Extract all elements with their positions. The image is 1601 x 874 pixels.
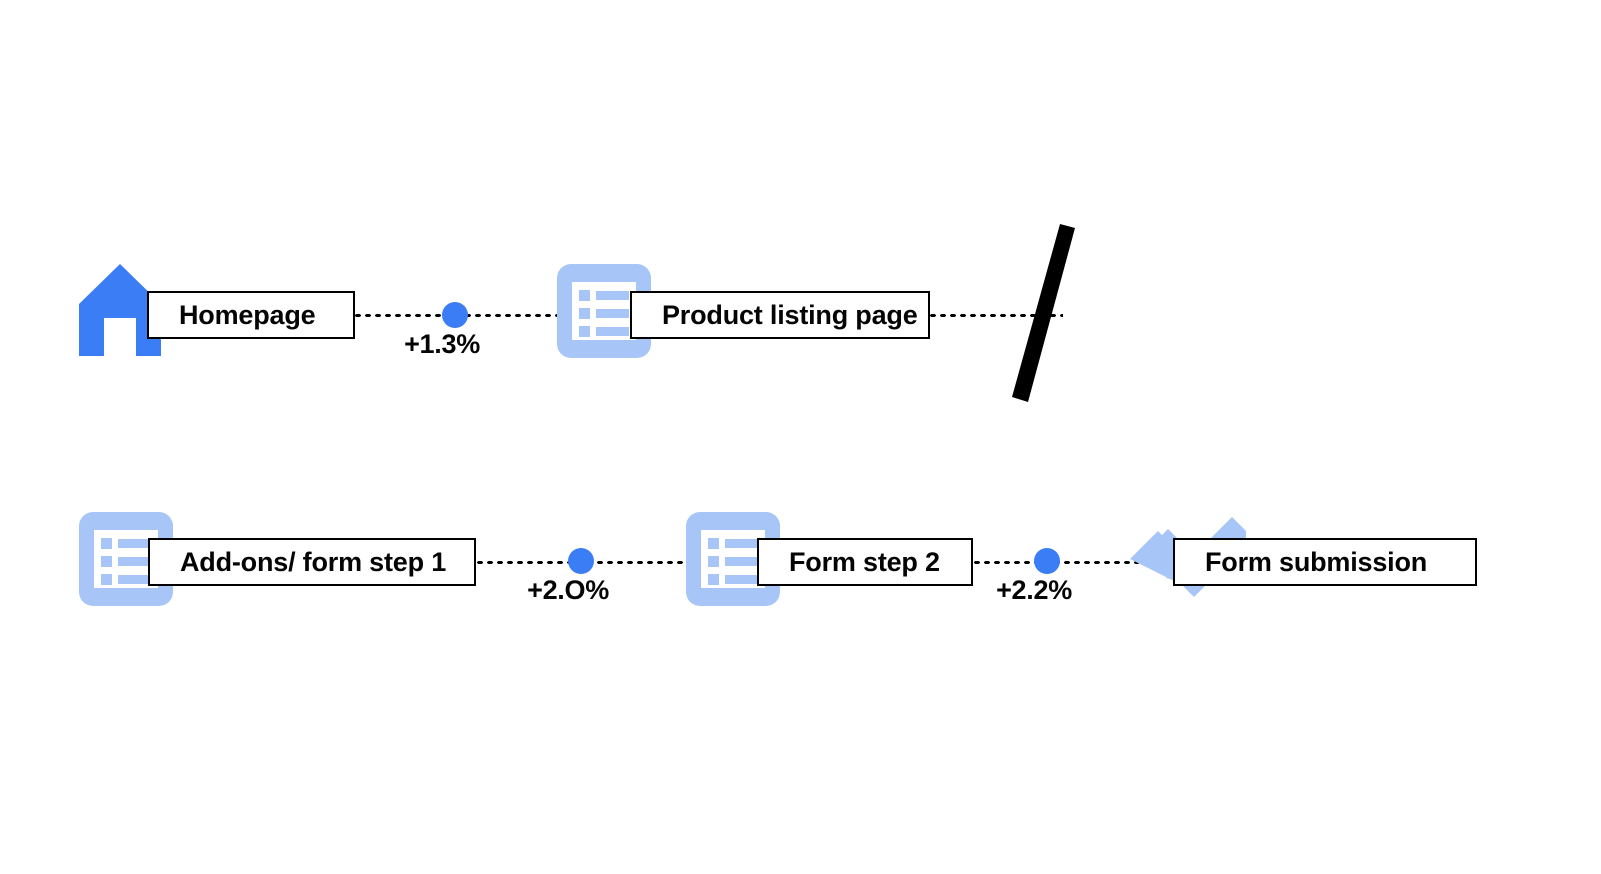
connector-product-listing-to-end xyxy=(928,313,1063,318)
metric-value: +2.2% xyxy=(996,575,1072,605)
metric-value: +2.O% xyxy=(527,575,609,605)
connector-form-step-2-to-submission xyxy=(972,560,1204,565)
step-box-homepage[interactable]: Homepage xyxy=(147,291,355,339)
metric-dot-icon xyxy=(1034,548,1060,574)
step-label-add-ons-form-step-1: Add-ons/ form step 1 xyxy=(180,546,447,577)
step-label-product-listing-page: Product listing page xyxy=(662,299,918,330)
step-box-product-listing-page[interactable]: Product listing page xyxy=(630,291,930,339)
list-document-icon xyxy=(79,512,173,606)
diagonal-slash-icon xyxy=(1003,222,1083,404)
connector-addons-to-form-step-2 xyxy=(475,560,737,565)
connector-homepage-to-product-listing xyxy=(353,313,609,318)
step-box-form-step-2[interactable]: Form step 2 xyxy=(757,538,973,586)
list-document-icon xyxy=(686,512,780,606)
metric-value: +1.3% xyxy=(404,329,480,359)
step-label-homepage: Homepage xyxy=(179,299,316,330)
metric-dot-icon xyxy=(442,302,468,328)
metric-dot-icon xyxy=(568,548,594,574)
step-label-form-step-2: Form step 2 xyxy=(789,546,940,577)
step-label-form-submission: Form submission xyxy=(1205,546,1428,577)
step-box-form-submission[interactable]: Form submission xyxy=(1173,538,1477,586)
house-icon xyxy=(79,264,161,356)
list-document-icon xyxy=(557,264,651,358)
step-box-add-ons-form-step-1[interactable]: Add-ons/ form step 1 xyxy=(148,538,476,586)
